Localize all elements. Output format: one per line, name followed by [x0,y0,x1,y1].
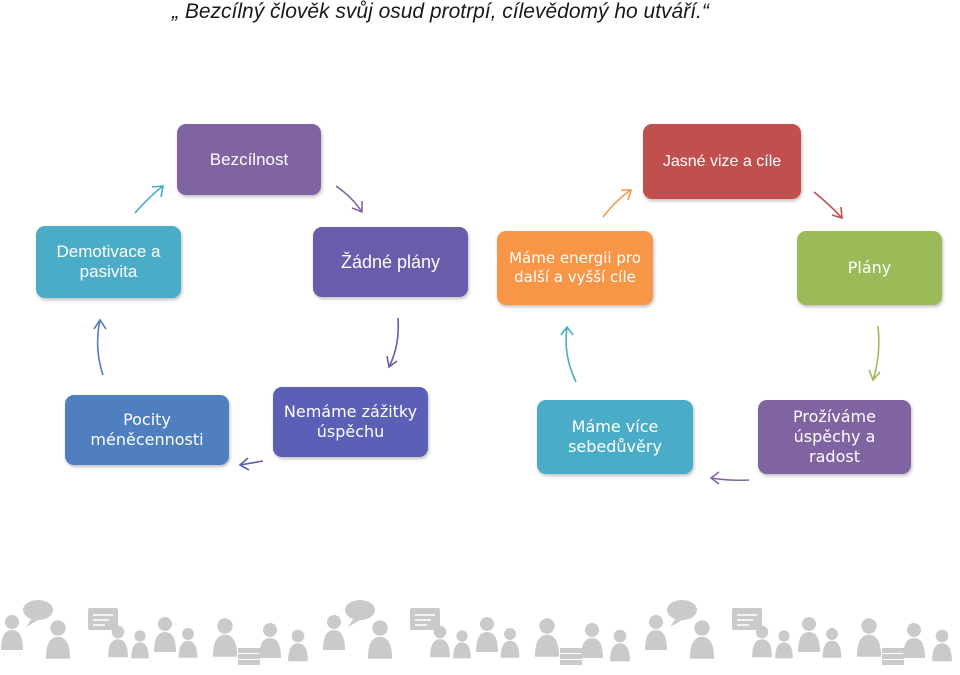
arrowhead [151,185,164,198]
node-label: Jasné vize a cíle [662,152,782,170]
people-icon [288,629,308,662]
people-icon [212,618,238,657]
people-icon [1,615,23,650]
node-demotivace: Demotivace a pasivita [36,226,181,298]
node-pocity-menecennosti: Pocity méněcennosti [65,395,229,465]
arrow-energie-to-jasne-vize [602,189,632,218]
people-icon [581,623,603,658]
people-icon [45,620,71,659]
arrowhead [93,318,107,330]
people-icon [323,615,345,650]
node-plany: Plány [797,231,942,305]
books-icon [882,648,904,665]
chat-bubble-icon [23,600,53,627]
arrowhead [868,369,881,382]
node-label: Pocity méněcennosti [90,410,204,449]
people-icon [131,630,149,659]
people-icon [259,623,281,658]
page-title: „ Bezcílný člověk svůj osud protrpí, cíl… [172,0,709,23]
people-icon [645,615,667,650]
people-icon [154,617,176,652]
arrowhead [709,471,720,485]
arrow-nemame-zazitky-to-pocity [239,460,264,466]
node-prozivame-uspechy: Prožíváme úspěchy a radost [758,400,911,474]
cycle-arrows [93,185,881,485]
node-label: Máme energii pro další a vyšší cíle [509,249,641,286]
arrowhead [386,355,398,369]
node-label: Bezcílnost [209,149,289,169]
footer-decoration [1,600,952,665]
arrow-prozivame-to-sebeduvery [710,477,750,482]
arrowhead [560,325,574,336]
node-nemame-zazitky: Nemáme zážitky úspěchu [273,387,428,457]
people-icon [752,625,772,658]
people-icon [500,628,520,658]
books-icon [238,648,260,665]
chat-bubble-icon [345,600,375,627]
arrowhead [621,189,633,201]
chat-bubble-icon [667,600,697,627]
node-label: Máme více sebedůvěry [568,417,662,456]
people-icon [822,628,842,658]
people-icon [689,620,715,659]
people-icon [108,625,128,658]
people-icon [856,618,882,657]
arrow-jasne-vize-to-plany [813,191,843,219]
people-icon [932,629,952,662]
books-icon [560,648,582,665]
node-label: Žádné plány [340,252,441,272]
arrow-sebeduvery-to-energie [565,326,577,383]
node-jasne-vize: Jasné vize a cíle [643,124,801,199]
arrowhead [351,201,363,214]
node-label: Demotivace a pasivita [56,242,161,281]
node-mame-energii: Máme energii pro další a vyšší cíle [497,231,653,305]
people-icon [798,617,820,652]
people-icon [430,625,450,658]
people-icon [610,629,630,662]
arrowhead [831,206,843,220]
people-icon [178,628,198,658]
people-icon [775,630,793,659]
arrow-pocity-to-demotivace [96,319,104,376]
people-pattern [1,600,952,665]
arrow-zadne-plany-to-nemame-zazitky [388,317,400,368]
people-icon [367,620,393,659]
node-label: Nemáme zážitky úspěchu [283,402,418,441]
arrowhead [238,457,250,471]
node-label: Prožíváme úspěchy a radost [793,407,876,466]
people-icon [453,630,471,659]
node-mame-vice-sebeduvery: Máme více sebedůvěry [537,400,693,474]
arrow-demotivace-to-bezcilnost [134,185,164,214]
arrow-bezcilnost-to-zadne-plany [335,185,363,213]
presentation-board-icon [732,608,762,630]
arrow-plany-to-prozivame [872,325,880,381]
people-icon [903,623,925,658]
node-zadne-plany: Žádné plány [313,227,468,297]
people-icon [534,618,560,657]
presentation-board-icon [88,608,118,630]
node-bezcilnost: Bezcílnost [177,124,321,195]
people-icon [476,617,498,652]
presentation-board-icon [410,608,440,630]
node-label: Plány [847,258,892,277]
